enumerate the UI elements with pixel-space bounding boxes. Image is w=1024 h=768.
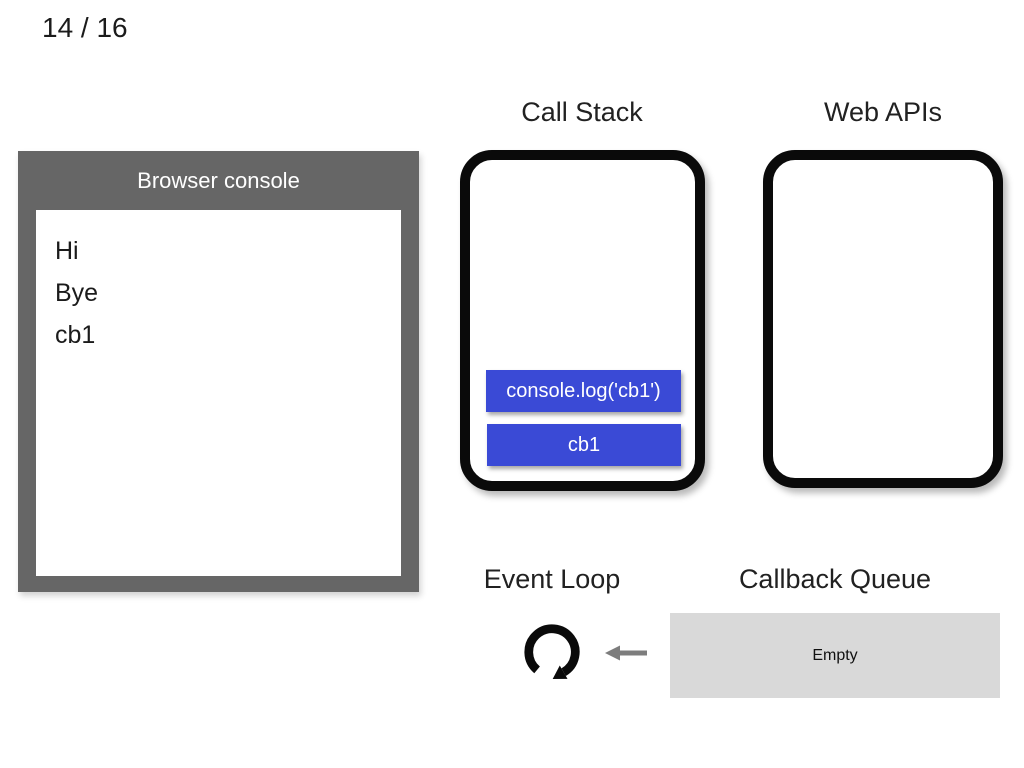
browser-console-title: Browser console <box>137 167 300 193</box>
callback-queue-title: Callback Queue <box>738 564 932 594</box>
console-line: Hi <box>55 237 79 265</box>
call-stack-title: Call Stack <box>521 97 643 127</box>
event-loop-title: Event Loop <box>483 564 621 594</box>
console-line: Bye <box>55 279 99 307</box>
event-loop-arrow-icon <box>524 624 580 680</box>
console-line: cb1 <box>55 321 96 349</box>
browser-console-output: Hi Bye cb1 <box>36 210 401 576</box>
web-apis-box <box>763 150 1003 488</box>
web-apis-title: Web APIs <box>823 97 943 127</box>
browser-console-panel: Browser console Hi Bye cb1 <box>18 151 419 592</box>
left-arrow-icon <box>605 645 647 661</box>
callback-queue-status: Empty <box>812 646 858 664</box>
stack-frame: cb1 <box>487 424 681 466</box>
slide-counter: 14 / 16 <box>42 12 128 43</box>
stack-frame: console.log('cb1') <box>486 370 681 412</box>
callback-queue-box: Empty <box>670 613 1000 698</box>
